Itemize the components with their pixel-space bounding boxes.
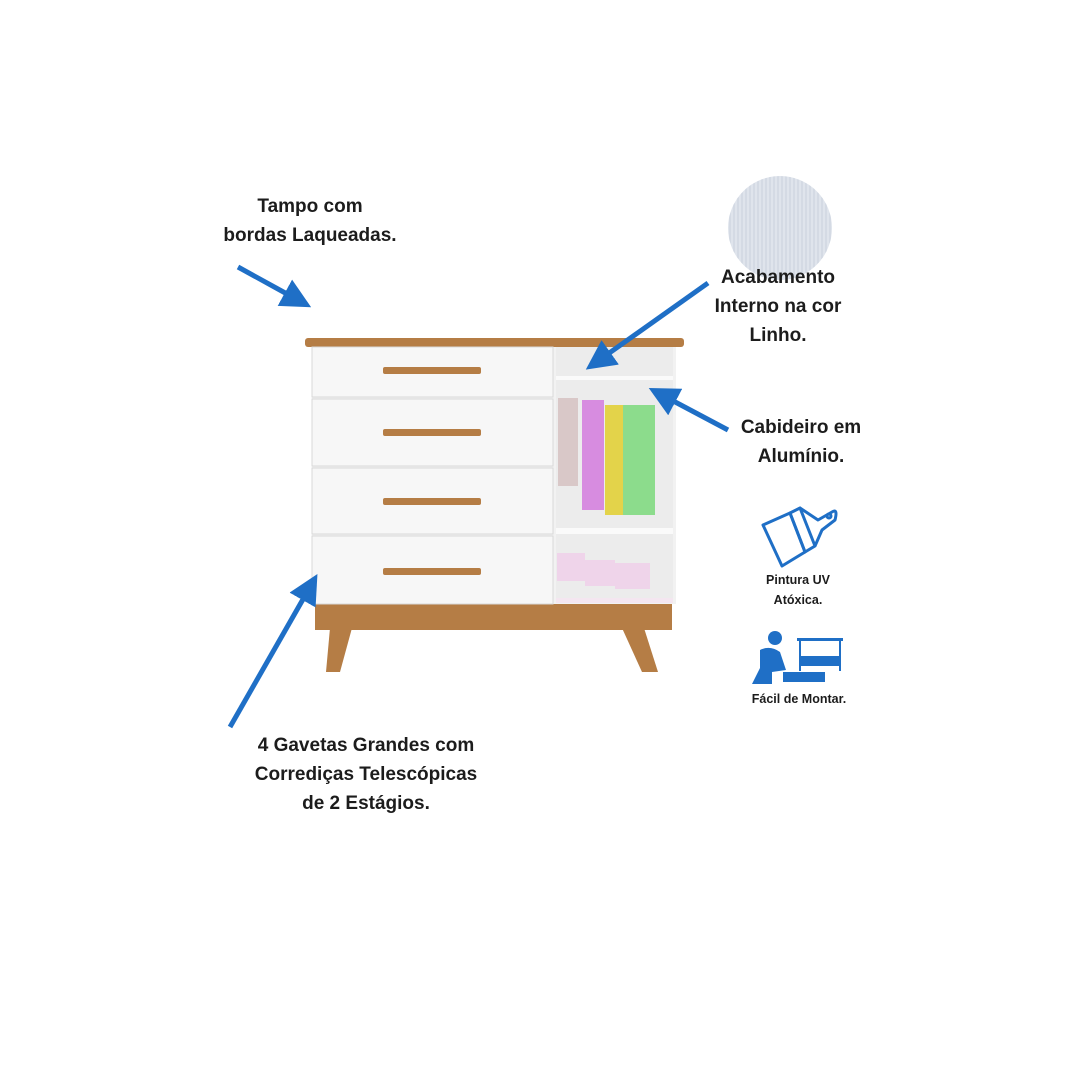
callout-arrows (227, 264, 730, 729)
callout-rail: Cabideiro em Alumínio. (741, 413, 861, 471)
callout-line: Alumínio. (757, 446, 845, 467)
callout-line: Corrediças Telescópicas (254, 764, 478, 785)
callout-line: Acabamento (720, 267, 836, 288)
callout-line: Tampo com (257, 196, 363, 217)
feature-line: Fácil de Montar. (751, 692, 847, 706)
feature-uv-paint: Pintura UV Atóxica. (766, 570, 830, 610)
callout-line: Linho. (749, 325, 807, 346)
callout-interior: Acabamento Interno na cor Linho. (715, 263, 842, 350)
feature-line: Atóxica. (773, 593, 823, 607)
feature-easy-assembly: Fácil de Montar. (752, 689, 846, 709)
dresser (305, 338, 684, 672)
callout-line: Interno na cor (714, 296, 842, 317)
feature-line: Pintura UV (766, 573, 830, 587)
arrow-interior (585, 280, 710, 370)
callout-line: Cabideiro em (740, 417, 862, 438)
callout-line: de 2 Estágios. (302, 793, 430, 814)
assembly-worker-icon (752, 631, 843, 684)
callout-drawers: 4 Gavetas Grandes com Corrediças Telescó… (255, 731, 477, 818)
arrow-top (236, 264, 312, 308)
paint-brush-icon (761, 506, 838, 568)
callout-line: bordas Laqueadas. (223, 225, 397, 246)
arrow-rail (648, 387, 730, 433)
arrow-drawers (227, 573, 318, 729)
callout-line: 4 Gavetas Grandes com (257, 735, 475, 756)
callout-top: Tampo com bordas Laqueadas. (223, 192, 396, 250)
drawer (311, 346, 554, 605)
linen-swatch (728, 176, 832, 280)
